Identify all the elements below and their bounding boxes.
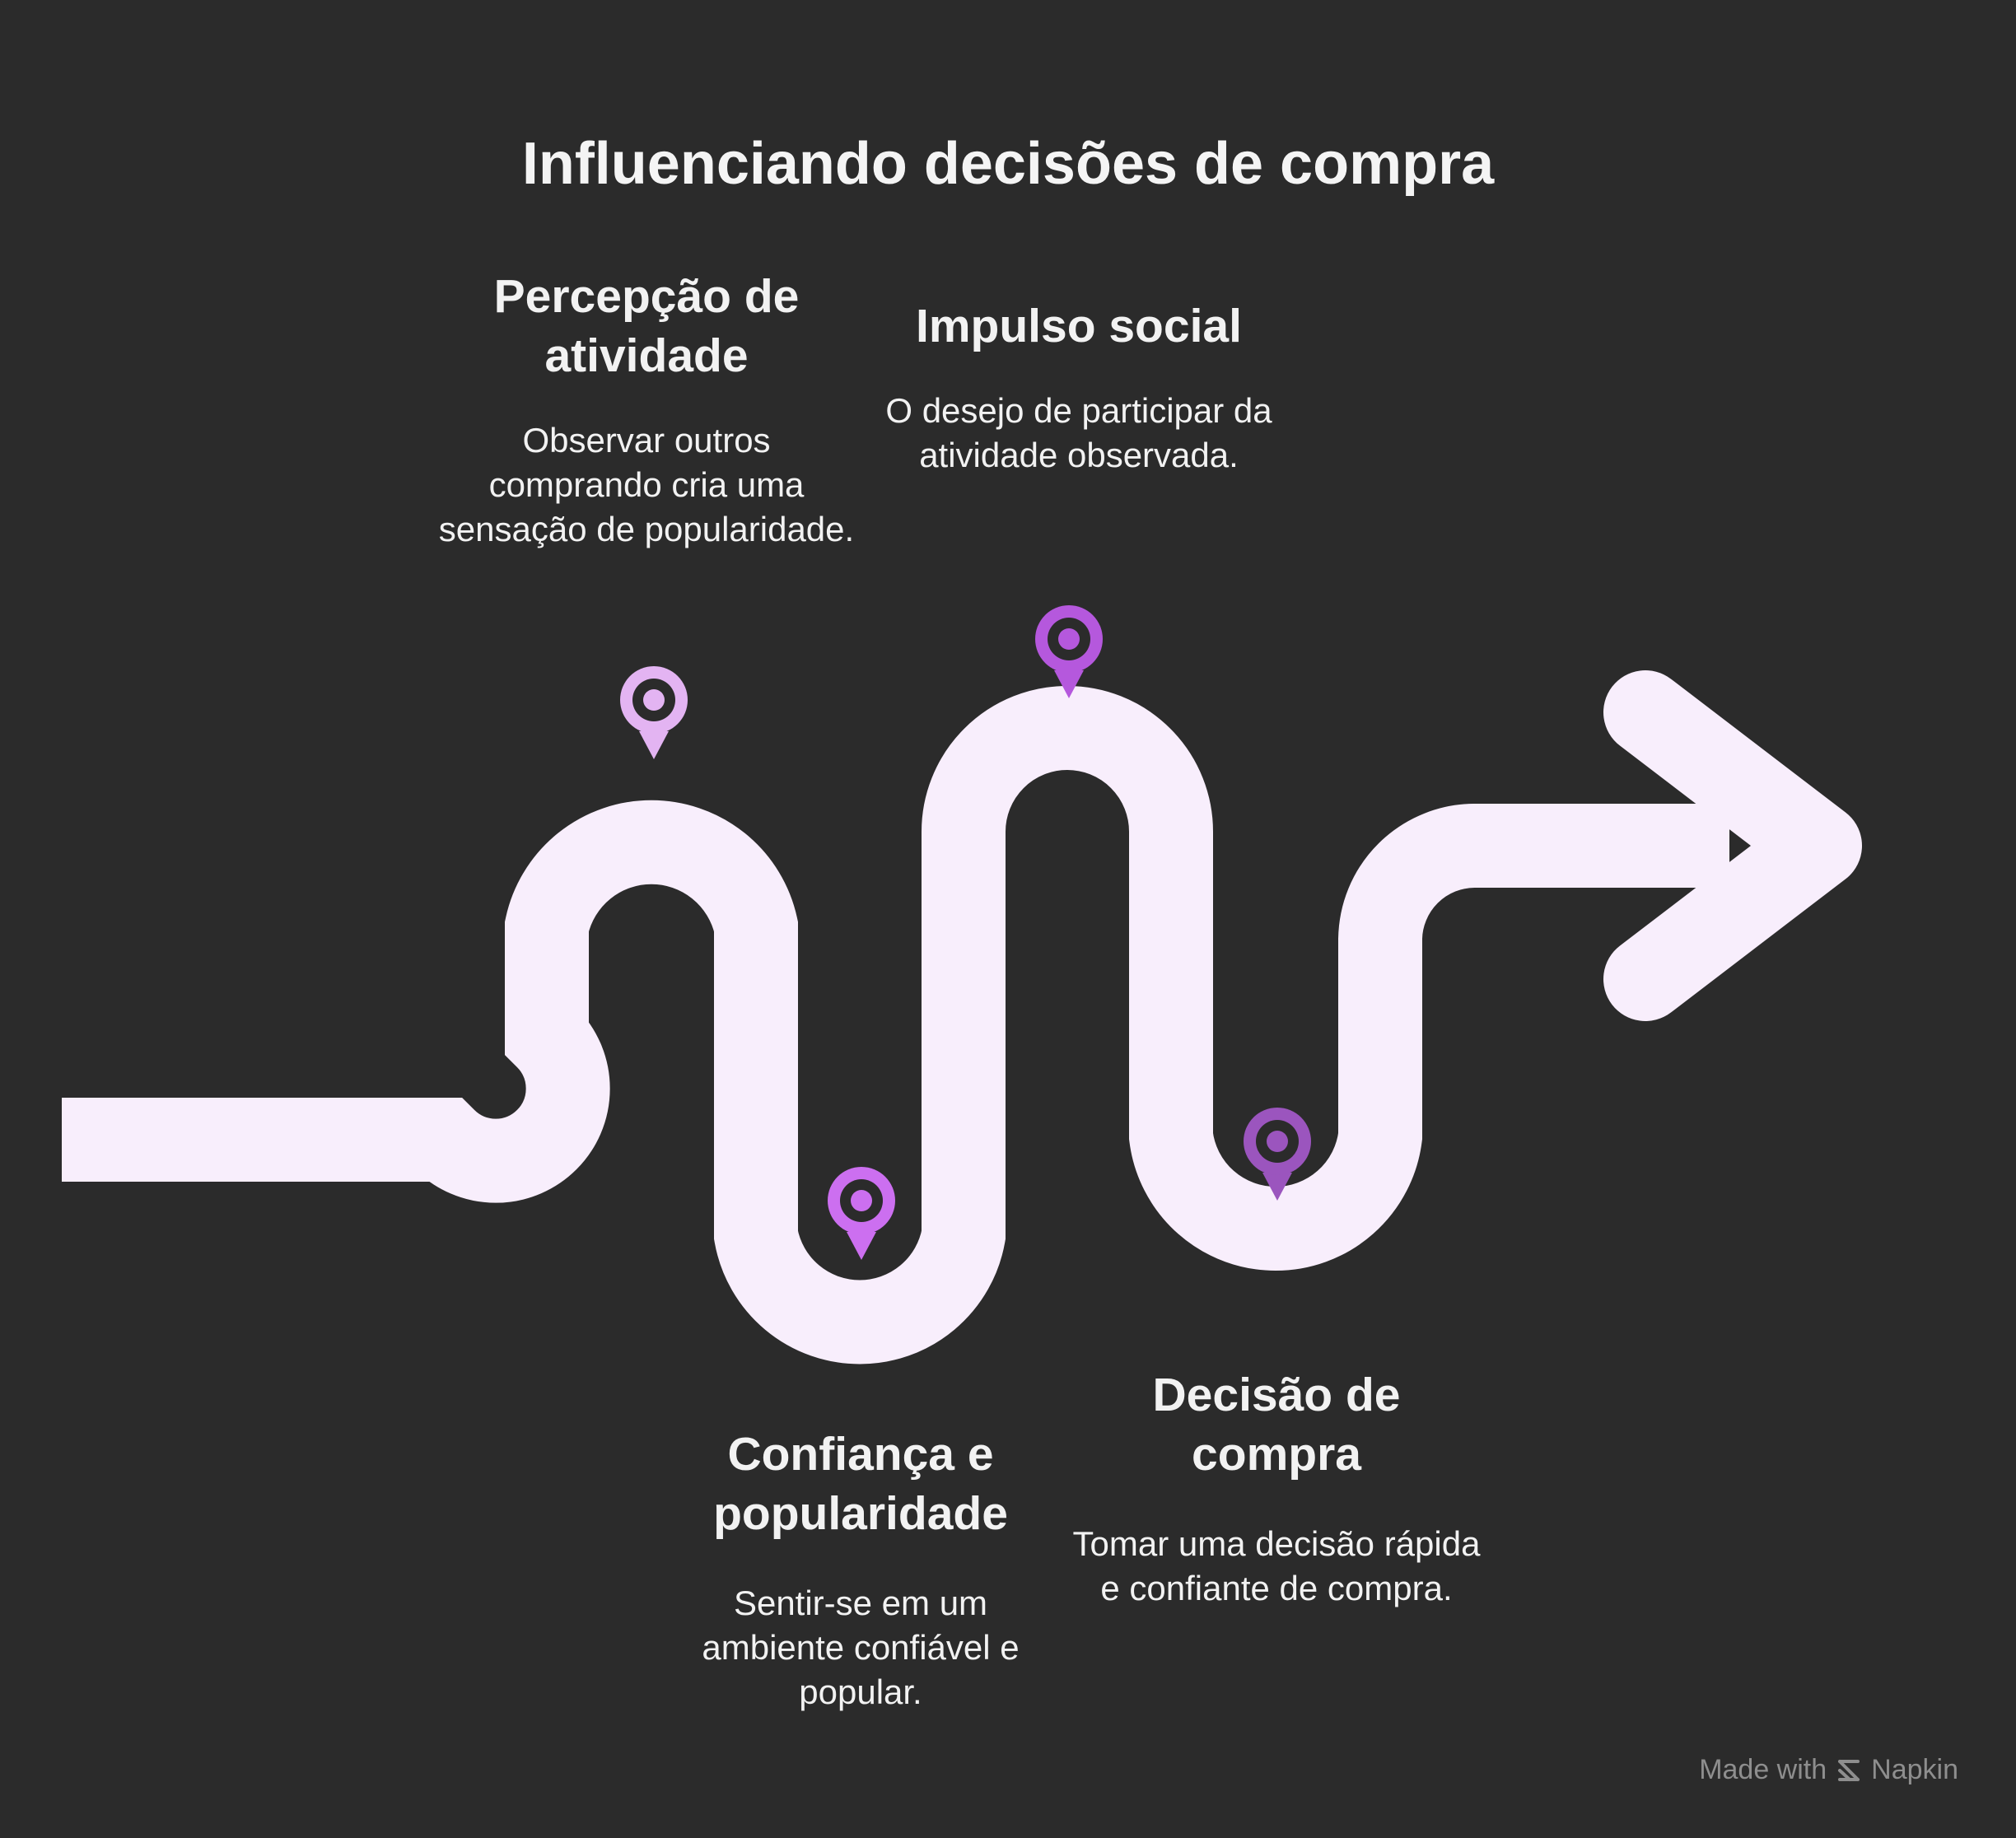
step-social-impulse: Impulso social O desejo de participar da… [848, 296, 1309, 478]
road-arrowhead [1603, 670, 1862, 1021]
step-heading: Impulso social [916, 300, 1242, 352]
step-description: Observar outros comprando cria uma sensa… [438, 421, 855, 548]
location-pin-icon [1244, 1108, 1311, 1201]
location-pin-icon [1035, 605, 1103, 698]
diagram-title: Influenciando decisões de compra [521, 131, 1495, 197]
step-trust-popularity: Confiança e popularidade Sentir-se em um… [659, 1425, 1062, 1714]
made-with-label: Made with [1699, 1754, 1827, 1785]
step-perception: Percepção de atividade Observar outros c… [436, 267, 856, 552]
step-description: Sentir-se em um ambiente confiável e pop… [702, 1584, 1020, 1711]
napkin-logo-icon [1838, 1759, 1860, 1781]
step-purchase-decision: Decisão de compra Tomar uma decisão rápi… [1062, 1365, 1491, 1611]
made-with-napkin-badge[interactable]: Made with Napkin [1699, 1754, 1958, 1786]
step-heading: Percepção de atividade [493, 270, 800, 382]
step-heading: Decisão de compra [1152, 1369, 1401, 1481]
location-pin-icon [828, 1167, 895, 1260]
winding-road [62, 686, 1729, 1365]
step-description: O desejo de participar da atividade obse… [885, 391, 1272, 474]
step-description: Tomar uma decisão rápida e confiante de … [1072, 1524, 1481, 1607]
step-heading: Confiança e popularidade [713, 1428, 1008, 1540]
location-pin-icon [620, 666, 688, 759]
napkin-brand-name: Napkin [1871, 1754, 1958, 1785]
